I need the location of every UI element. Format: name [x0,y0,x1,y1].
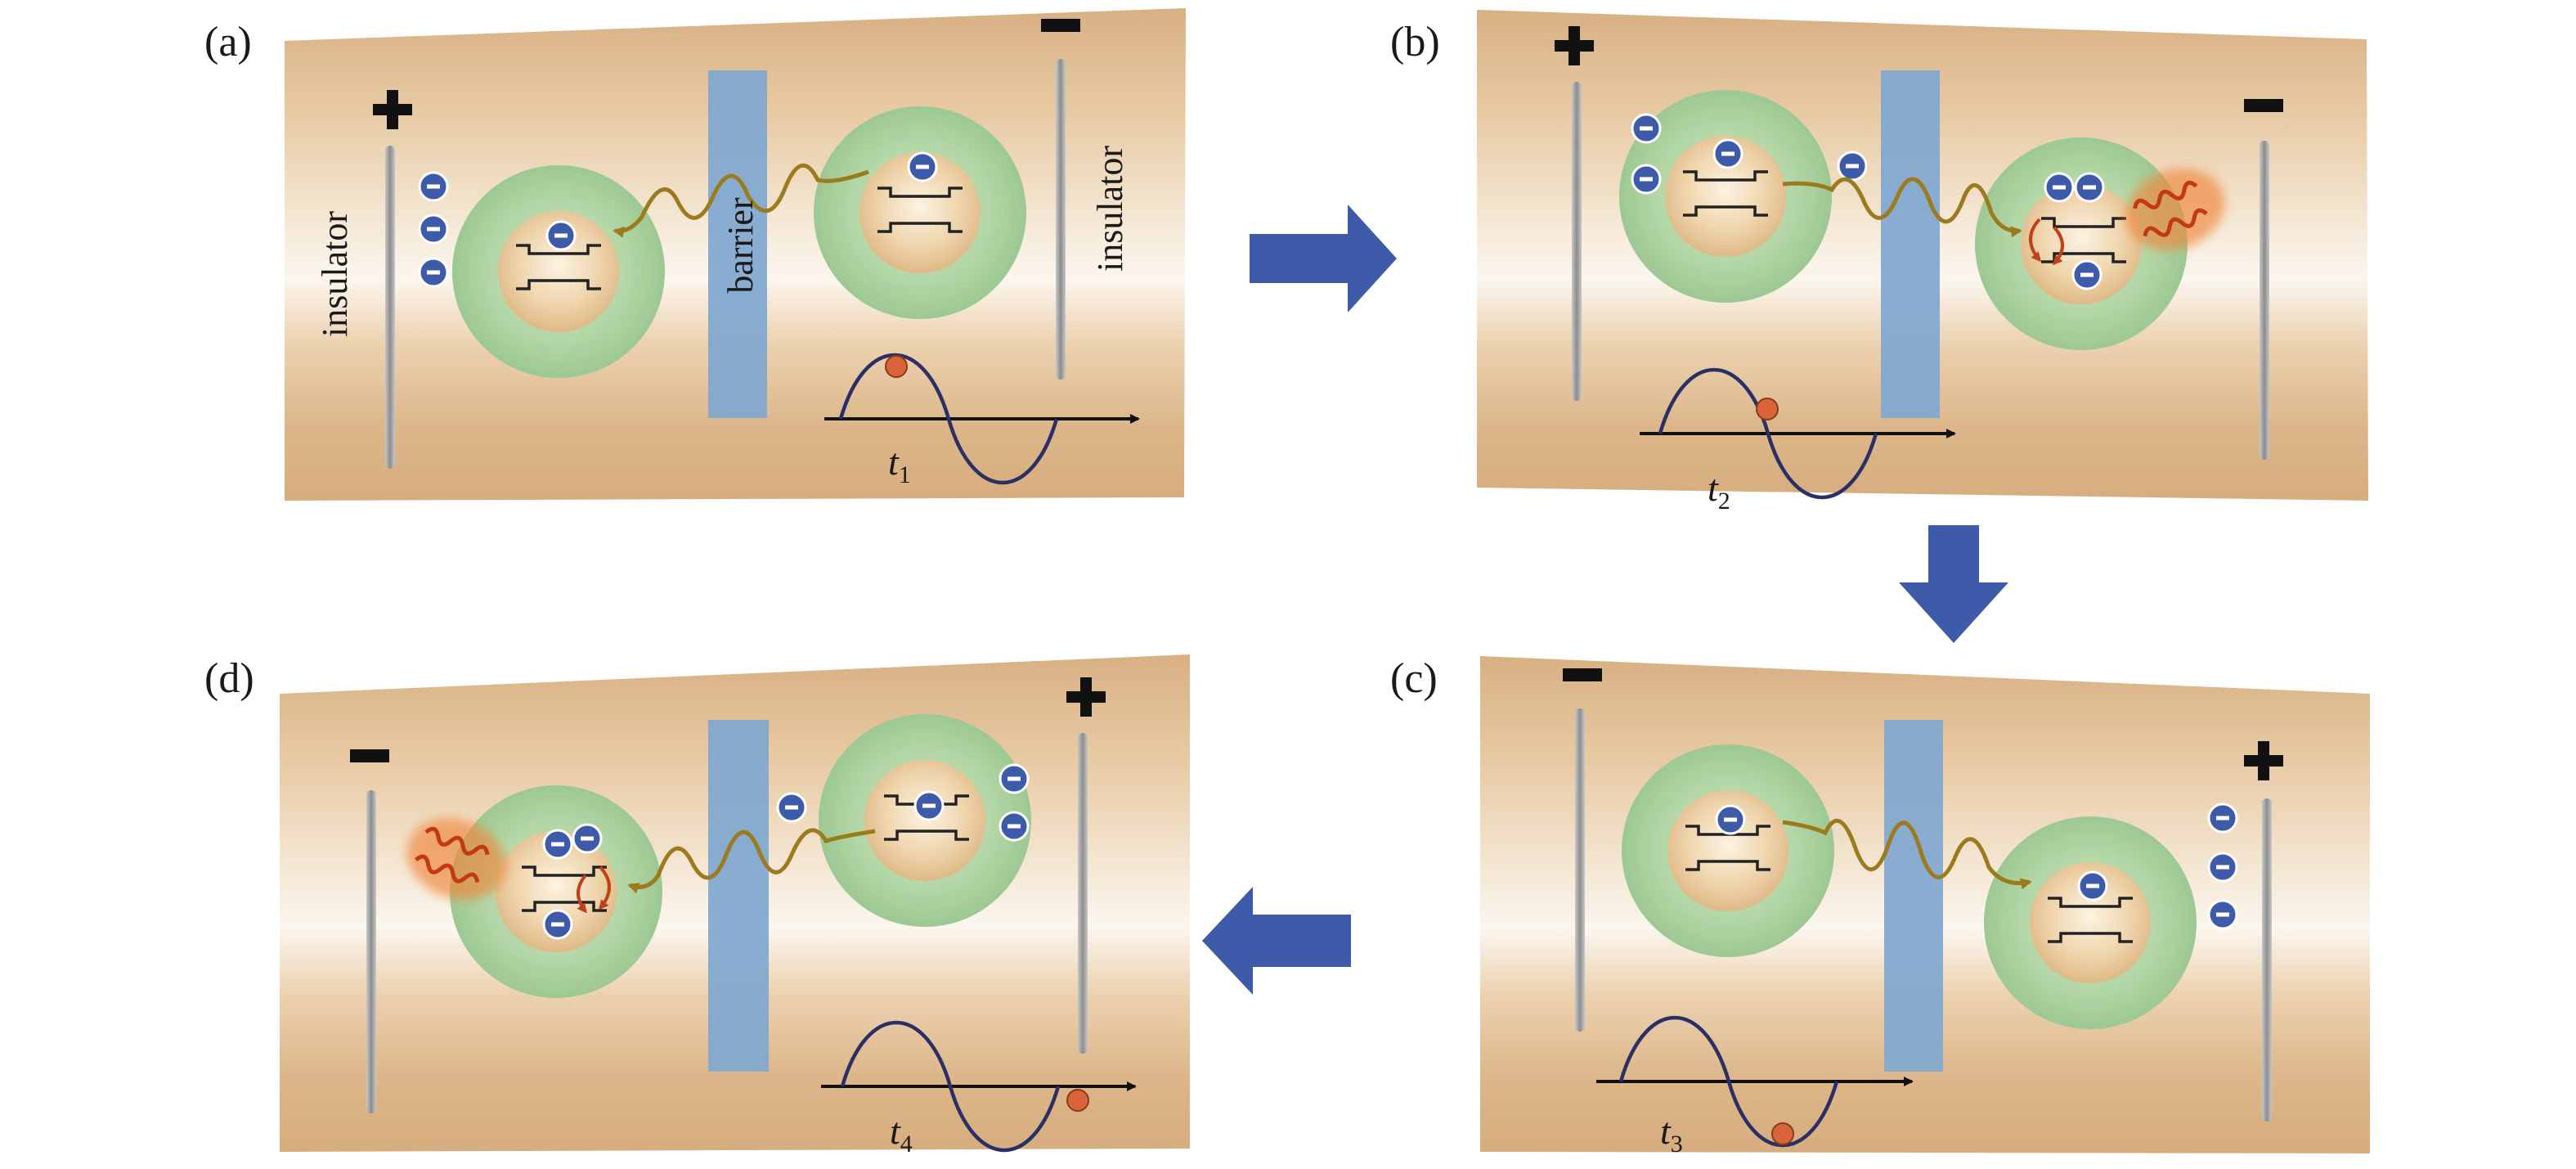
left-electrode [1575,708,1585,1032]
electron-icon [907,151,938,182]
photon-wave [627,828,876,894]
electron-icon [999,811,1030,842]
relaxation-arrow [577,874,587,914]
electron-icon [1631,113,1662,144]
electron-icon [2207,803,2238,834]
electron-icon [999,763,1030,794]
quantum-dot-core [1667,790,1788,911]
panel-label-d: (d) [204,655,254,702]
quantum-dot-core [496,831,617,952]
left-electrode [385,146,395,469]
panel-label-b: (b) [1390,19,1440,65]
electron-icon [2207,899,2238,930]
electron-icon [2071,259,2103,290]
panel-c: t3 [1480,656,2370,1158]
electron-icon [545,220,577,251]
barrier [708,720,769,1072]
barrier [1884,720,1943,1072]
electron-icon [776,792,807,823]
phase-marker [1066,1089,1089,1112]
panel-b: t2 [1477,10,2368,515]
quantum-dot-core [859,152,981,273]
right-arrow-icon [1250,205,1397,312]
relaxation-arrow [599,866,611,910]
minus-icon [2244,99,2283,112]
insulator-label: insulator [1090,146,1130,272]
electron-icon [418,257,449,288]
time-label: t4 [890,1110,913,1158]
minus-icon [1563,668,1602,681]
right-electrode [1056,59,1066,380]
drive-sine-wave [838,353,1059,484]
quantum-dot-core [864,760,985,881]
left-electrode [1572,82,1582,401]
drive-sine-wave [840,1021,1061,1152]
electron-icon [1715,804,1746,835]
electron-icon [1712,138,1744,169]
photon-wave [613,163,869,238]
quantum-dot-core [498,211,619,332]
right-electrode [2260,141,2269,460]
phase-marker [1756,398,1779,420]
relaxation-arrow [2029,218,2041,263]
electron-icon [1837,151,1868,182]
insulator-label: insulator [315,211,355,337]
relaxation-arrow [2052,226,2064,266]
quantum-dot-core [2021,183,2142,304]
right-electrode [1078,733,1088,1054]
electron-icon [572,823,603,854]
barrier-label: barrier [720,197,761,294]
quantum-dot-core [1665,136,1786,257]
electron-icon [542,829,573,860]
down-arrow-icon [1899,525,2008,643]
panel-label-c: (c) [1390,655,1438,702]
phase-marker [1771,1122,1794,1145]
electron-icon [2077,870,2108,901]
electron-icon [418,171,449,202]
electron-icon [1631,164,1662,195]
barrier [1881,70,1940,418]
electron-icon [913,790,945,821]
photon-wave [1782,177,2022,238]
drive-sine-wave [1618,1016,1839,1147]
time-label: t2 [1708,467,1730,515]
barrier [708,70,767,418]
panel-a: insulator barrier insulator t1 [285,8,1186,501]
electron-icon [2207,852,2238,883]
quantum-dot-core [2030,862,2151,983]
left-arrow-icon [1202,887,1351,995]
electron-icon [2044,172,2075,203]
photon-wave [1782,818,2032,890]
electron-icon [418,214,449,245]
right-electrode [2262,798,2272,1122]
phase-marker [885,355,908,378]
minus-icon [1041,19,1080,32]
left-electrode [366,790,376,1113]
drive-sine-wave [1658,368,1878,499]
panel-label-a: (a) [204,19,252,65]
electron-icon [542,909,573,940]
time-label: t1 [888,441,911,488]
electron-icon [2074,172,2105,203]
time-label: t3 [1660,1110,1683,1158]
panel-d: t4 [280,654,1190,1158]
minus-icon [350,749,389,762]
